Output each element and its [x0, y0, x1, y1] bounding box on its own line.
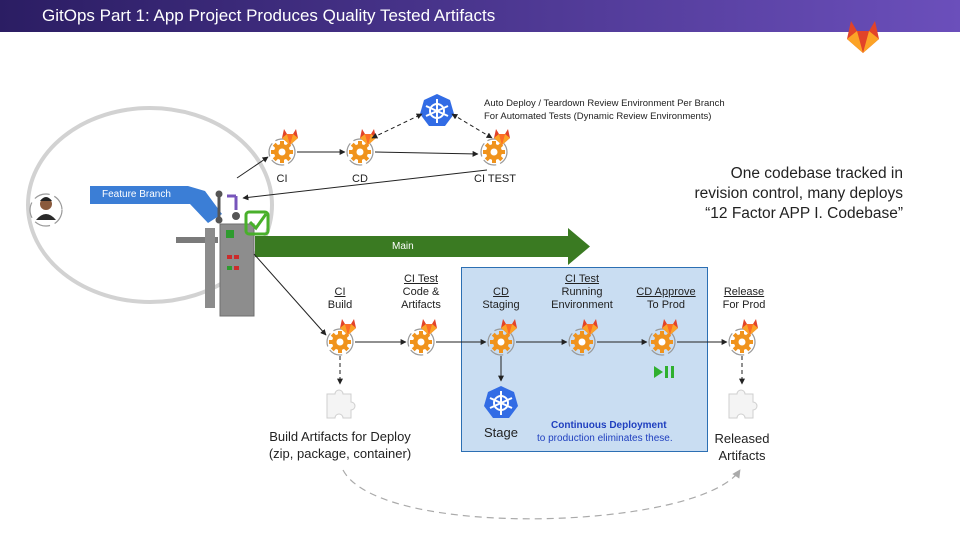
- stage-release: Release For Prod: [712, 286, 776, 312]
- stage-approve-sub: To Prod: [647, 299, 685, 311]
- stage-ci-title: CI: [334, 286, 346, 298]
- review-ci-label: CI: [276, 173, 288, 185]
- gitlab-fox-icon: [340, 319, 356, 335]
- stage-citest2-sub2: Environment: [551, 299, 613, 311]
- play-pause-icon: [654, 366, 674, 378]
- feature-branch-arrow: [90, 186, 222, 223]
- puzzle-icon: [728, 389, 758, 419]
- kubernetes-icon: [483, 385, 519, 419]
- feature-branch-label: Feature Branch: [102, 189, 171, 200]
- main-branch-arrow: [255, 228, 590, 265]
- codebase-note-line2: revision control, many deploys: [694, 185, 904, 202]
- cd-note-text: to production eliminates these.: [537, 433, 673, 444]
- gitlab-fox-icon: [662, 319, 678, 335]
- released-artifacts-label: Released Artifacts: [706, 430, 778, 464]
- stage-cd-approve: CD Approve To Prod: [628, 286, 704, 312]
- artifact-return-curve: [342, 469, 741, 520]
- stage-env-label: Stage: [484, 425, 518, 440]
- review-env-note: Auto Deploy / Teardown Review Environmen…: [484, 97, 725, 123]
- gitlab-fox-icon: [742, 319, 758, 335]
- stage-citest-title: CI Test: [403, 273, 439, 285]
- stage-release-sub: For Prod: [722, 299, 766, 311]
- stage-ci-sub: Build: [327, 299, 353, 311]
- codebase-note-line1: One codebase tracked in: [730, 165, 903, 182]
- pipeline-arrows: [253, 253, 745, 385]
- review-arrows: [236, 113, 493, 201]
- gitlab-fox-icon: [582, 319, 598, 335]
- gitlab-fox-icon: [421, 319, 437, 335]
- workflow-loop: [26, 106, 274, 304]
- stage-ci-test-running: CI Test Running Environment: [542, 273, 622, 312]
- stage-citest2-title: CI Test: [564, 273, 600, 285]
- stage-release-title: Release: [723, 286, 765, 298]
- build-artifacts-line2: (zip, package, container): [268, 446, 412, 461]
- puzzle-icon: [326, 389, 356, 419]
- continuous-deployment-box: [461, 267, 708, 452]
- build-artifacts-label: Build Artifacts for Deploy (zip, package…: [250, 428, 430, 462]
- review-cd-label: CD: [352, 173, 368, 185]
- review-env-line1: Auto Deploy / Teardown Review Environmen…: [484, 98, 725, 109]
- released-artifacts-line1: Released: [714, 431, 770, 446]
- stage-cd-staging: CD Staging: [471, 286, 531, 312]
- gitlab-logo-icon: [847, 21, 879, 53]
- main-branch-label: Main: [392, 241, 414, 252]
- stage-cd-title: CD: [493, 286, 509, 298]
- codebase-note: One codebase tracked in revision control…: [655, 164, 904, 224]
- stage-citest-sub1: Code &: [402, 286, 440, 298]
- codebase-note-line3: “12 Factor APP I. Codebase”: [705, 205, 903, 222]
- merge-icon: [215, 190, 240, 224]
- released-artifacts-line2: Artifacts: [718, 448, 766, 463]
- build-artifacts-line1: Build Artifacts for Deploy: [269, 429, 411, 444]
- kubernetes-icon: [419, 93, 455, 127]
- check-icon: [244, 210, 270, 236]
- stage-citest-sub2: Artifacts: [401, 299, 441, 311]
- cd-note-title: Continuous Deployment: [551, 420, 667, 431]
- developer-avatar-icon: [29, 193, 63, 227]
- stage-ci-build: CI Build: [310, 286, 370, 312]
- stage-cd-sub: Staging: [482, 299, 520, 311]
- stage-citest2-sub1: Running: [561, 286, 603, 298]
- stage-approve-title: CD Approve: [636, 286, 696, 298]
- turnstile-icon: [176, 223, 255, 317]
- page-title: GitOps Part 1: App Project Produces Qual…: [42, 6, 496, 25]
- gitlab-fox-icon: [501, 319, 517, 335]
- review-citest-label: CI TEST: [474, 173, 516, 185]
- review-env-line2: For Automated Tests (Dynamic Review Envi…: [484, 111, 712, 122]
- gitlab-fox-icon: [494, 129, 510, 145]
- gitlab-fox-icon: [282, 129, 298, 145]
- header-bar: GitOps Part 1: App Project Produces Qual…: [0, 0, 960, 32]
- stage-ci-test: CI Test Code & Artifacts: [386, 273, 456, 312]
